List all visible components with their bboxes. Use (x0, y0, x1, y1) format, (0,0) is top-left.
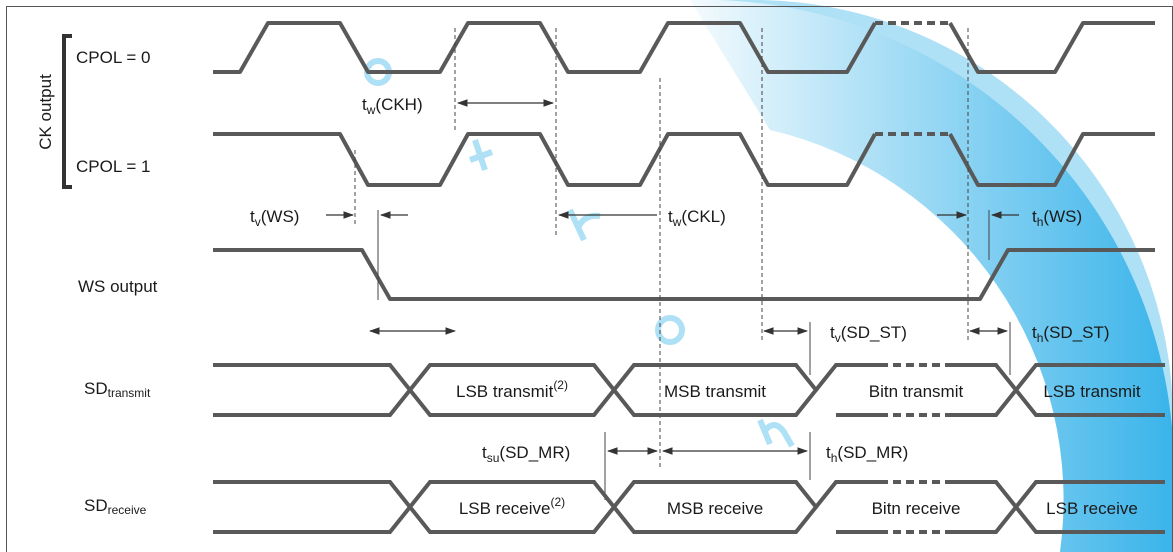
transmit-cell-2: MSB transmit (664, 382, 766, 401)
sd-receive-label: SDreceive (84, 496, 147, 517)
watermark-letters (364, 58, 795, 448)
th-sd-mr-label: th(SD_MR) (826, 443, 908, 465)
sd-transmit-label: SDtransmit (84, 379, 151, 400)
tsu-sd-mr-label: tsu(SD_MR) (482, 443, 570, 465)
th-ws-label: th(WS) (1032, 207, 1082, 229)
tw-ckh-label: tw(CKH) (362, 95, 423, 117)
cpol0-label: CPOL = 0 (76, 48, 151, 67)
transmit-cell-1: LSB transmit(2) (456, 378, 568, 401)
tv-sd-st-label: tv(SD_ST) (830, 323, 907, 345)
ck-bracket (62, 34, 72, 189)
receive-cell-3: Bitn receive (872, 499, 961, 518)
ck-cpol0-wave (213, 21, 1155, 74)
transmit-cell-3: Bitn transmit (869, 382, 964, 401)
sd-transmit-bus (213, 363, 1165, 417)
receive-cell-4: LSB receive (1046, 499, 1138, 518)
transmit-cell-4: LSB transmit (1043, 382, 1141, 401)
guides (354, 28, 1011, 500)
cpol1-label: CPOL = 1 (76, 157, 151, 176)
sd-receive-cells: LSB receive(2) MSB receive Bitn receive … (459, 495, 1138, 518)
watermark-logo (690, 0, 1173, 552)
timing-arrows (326, 99, 1019, 455)
receive-cell-1: LSB receive(2) (459, 495, 565, 518)
receive-cell-2: MSB receive (667, 499, 763, 518)
ck-output-label: CK output (36, 74, 55, 150)
th-sd-st-label: th(SD_ST) (1032, 323, 1110, 345)
ws-wave (213, 248, 1155, 301)
tv-ws-label: tv(WS) (250, 207, 299, 229)
sd-transmit-cells: LSB transmit(2) MSB transmit Bitn transm… (456, 378, 1141, 401)
sd-receive-bus (213, 480, 1165, 534)
ck-cpol1-wave (213, 132, 1155, 187)
ws-output-label: WS output (78, 277, 158, 296)
tw-ckl-label: tw(CKL) (668, 207, 726, 229)
